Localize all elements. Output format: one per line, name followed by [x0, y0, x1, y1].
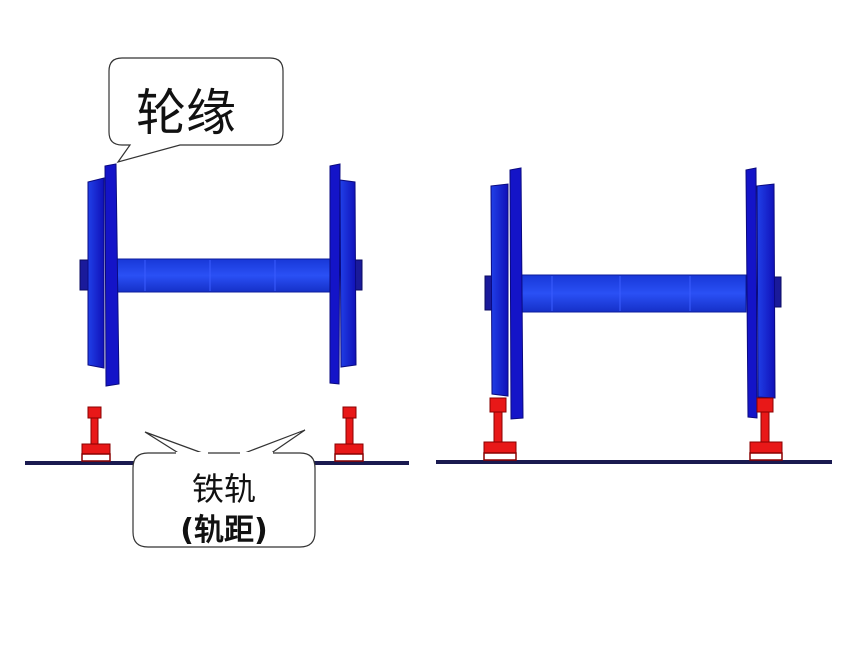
rail-callout: 铁轨 (轨距) — [132, 429, 316, 548]
left-wheel-flange-right — [329, 163, 341, 385]
left-rail-right — [334, 406, 364, 462]
right-wheel-tread-left — [490, 183, 509, 397]
flange-callout: 轮缘 — [108, 57, 284, 164]
left-wheelset — [79, 163, 363, 387]
left-wheel-tread-right — [339, 179, 357, 368]
right-wheel-flange-right — [745, 167, 758, 419]
rail-callout-bubble — [132, 452, 316, 548]
right-wheel-tread-right — [756, 183, 776, 399]
left-axle-stub-left — [79, 259, 89, 291]
left-rail-left — [81, 406, 111, 462]
right-rail-left — [483, 397, 517, 461]
right-wheel-flange-left — [509, 167, 524, 420]
left-wheel-flange-left — [104, 163, 120, 387]
right-wheelset — [484, 167, 782, 420]
flange-callout-bubble — [108, 57, 284, 164]
rail-label-line2: (轨距) — [180, 513, 267, 548]
right-axle — [519, 274, 747, 313]
right-ground-line — [436, 460, 832, 464]
left-wheel-tread-left — [87, 177, 105, 369]
flange-label: 轮缘 — [136, 84, 236, 142]
rail-label-line1: 铁轨 — [192, 470, 256, 508]
right-rail-right — [749, 397, 783, 461]
